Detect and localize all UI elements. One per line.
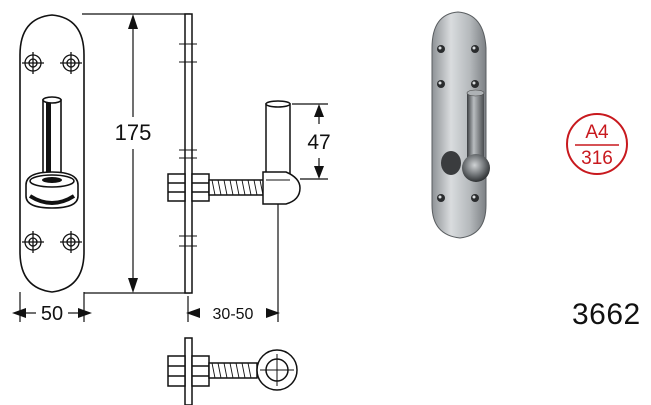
badge-grade-bottom: 316	[581, 148, 613, 169]
height-dimension	[82, 13, 190, 294]
product-photo	[431, 11, 490, 239]
material-badge: A4 316	[566, 113, 628, 175]
bottom-view	[167, 337, 298, 405]
width-label: 50	[41, 303, 63, 325]
side-plate	[184, 13, 193, 294]
offset-dimension	[186, 204, 280, 322]
side-view	[167, 13, 301, 294]
height-label: 175	[115, 120, 152, 145]
offset-label: 30-50	[213, 306, 254, 323]
photo-pin	[467, 92, 484, 167]
width-dimension	[12, 292, 92, 322]
badge-grade-top: A4	[585, 122, 609, 143]
pin-height-dimension	[292, 103, 328, 180]
photo-knob	[462, 154, 490, 182]
screw-holes	[22, 52, 82, 253]
pin-height-label: 47	[307, 131, 330, 154]
front-view	[19, 14, 85, 293]
front-pin	[25, 96, 79, 209]
product-number: 3662	[572, 298, 641, 331]
